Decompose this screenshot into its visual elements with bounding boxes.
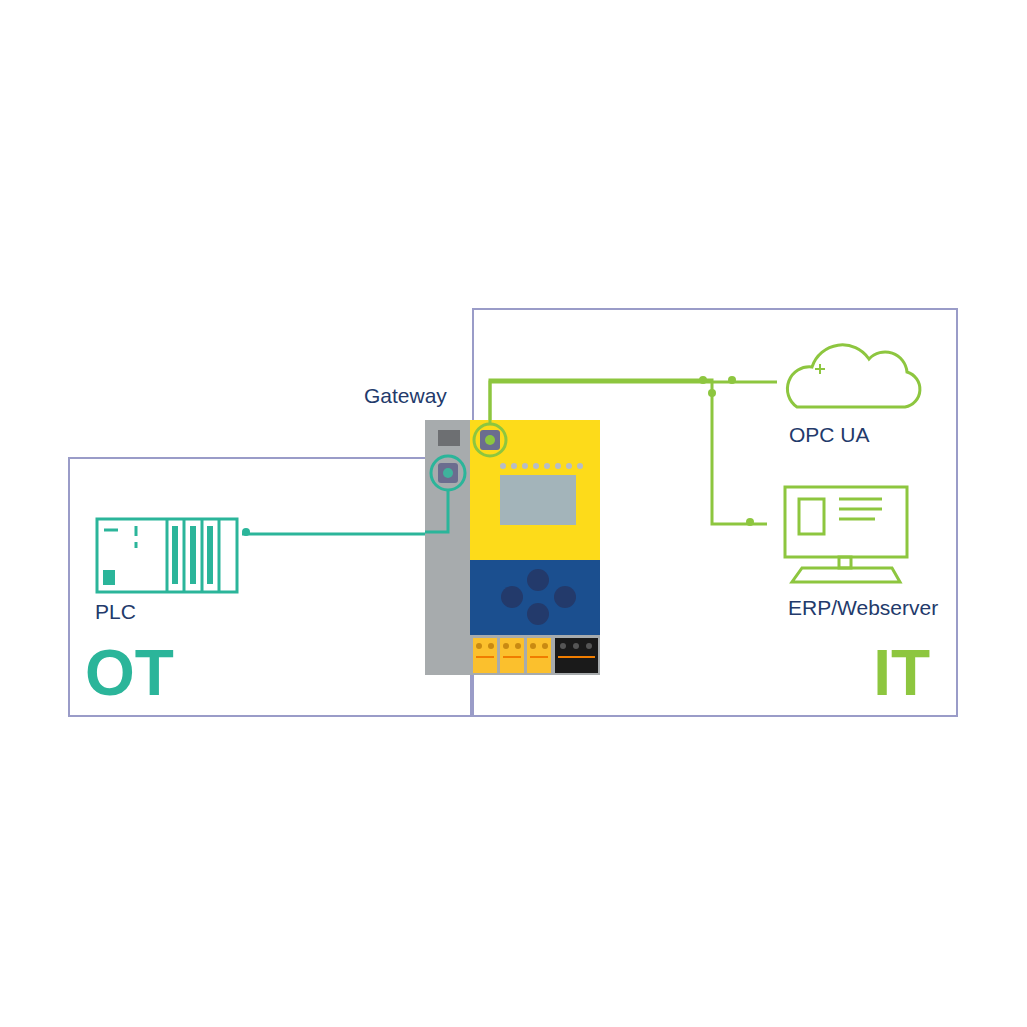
junction-dot	[708, 389, 716, 397]
connector-line	[490, 382, 777, 420]
plc-node: PLC	[92, 514, 242, 629]
junction-dot	[746, 518, 754, 526]
junction-dot	[242, 528, 250, 536]
ot-zone: PLC OT	[68, 457, 472, 717]
zone-title: IT	[873, 637, 930, 711]
computer-node: ERP/Webserver	[767, 482, 947, 622]
node-label: PLC	[95, 600, 136, 624]
connector-line	[242, 533, 425, 536]
node-label: ERP/Webserver	[788, 596, 988, 620]
gateway-node: Gateway	[425, 420, 600, 675]
cloud-node: OPC UA	[777, 337, 927, 452]
zone-title: OT	[85, 637, 174, 711]
junction-dot	[699, 376, 707, 384]
node-label: Gateway	[364, 384, 464, 408]
node-label: OPC UA	[789, 423, 870, 447]
junction-dot	[728, 376, 736, 384]
gateway-device	[425, 420, 600, 675]
